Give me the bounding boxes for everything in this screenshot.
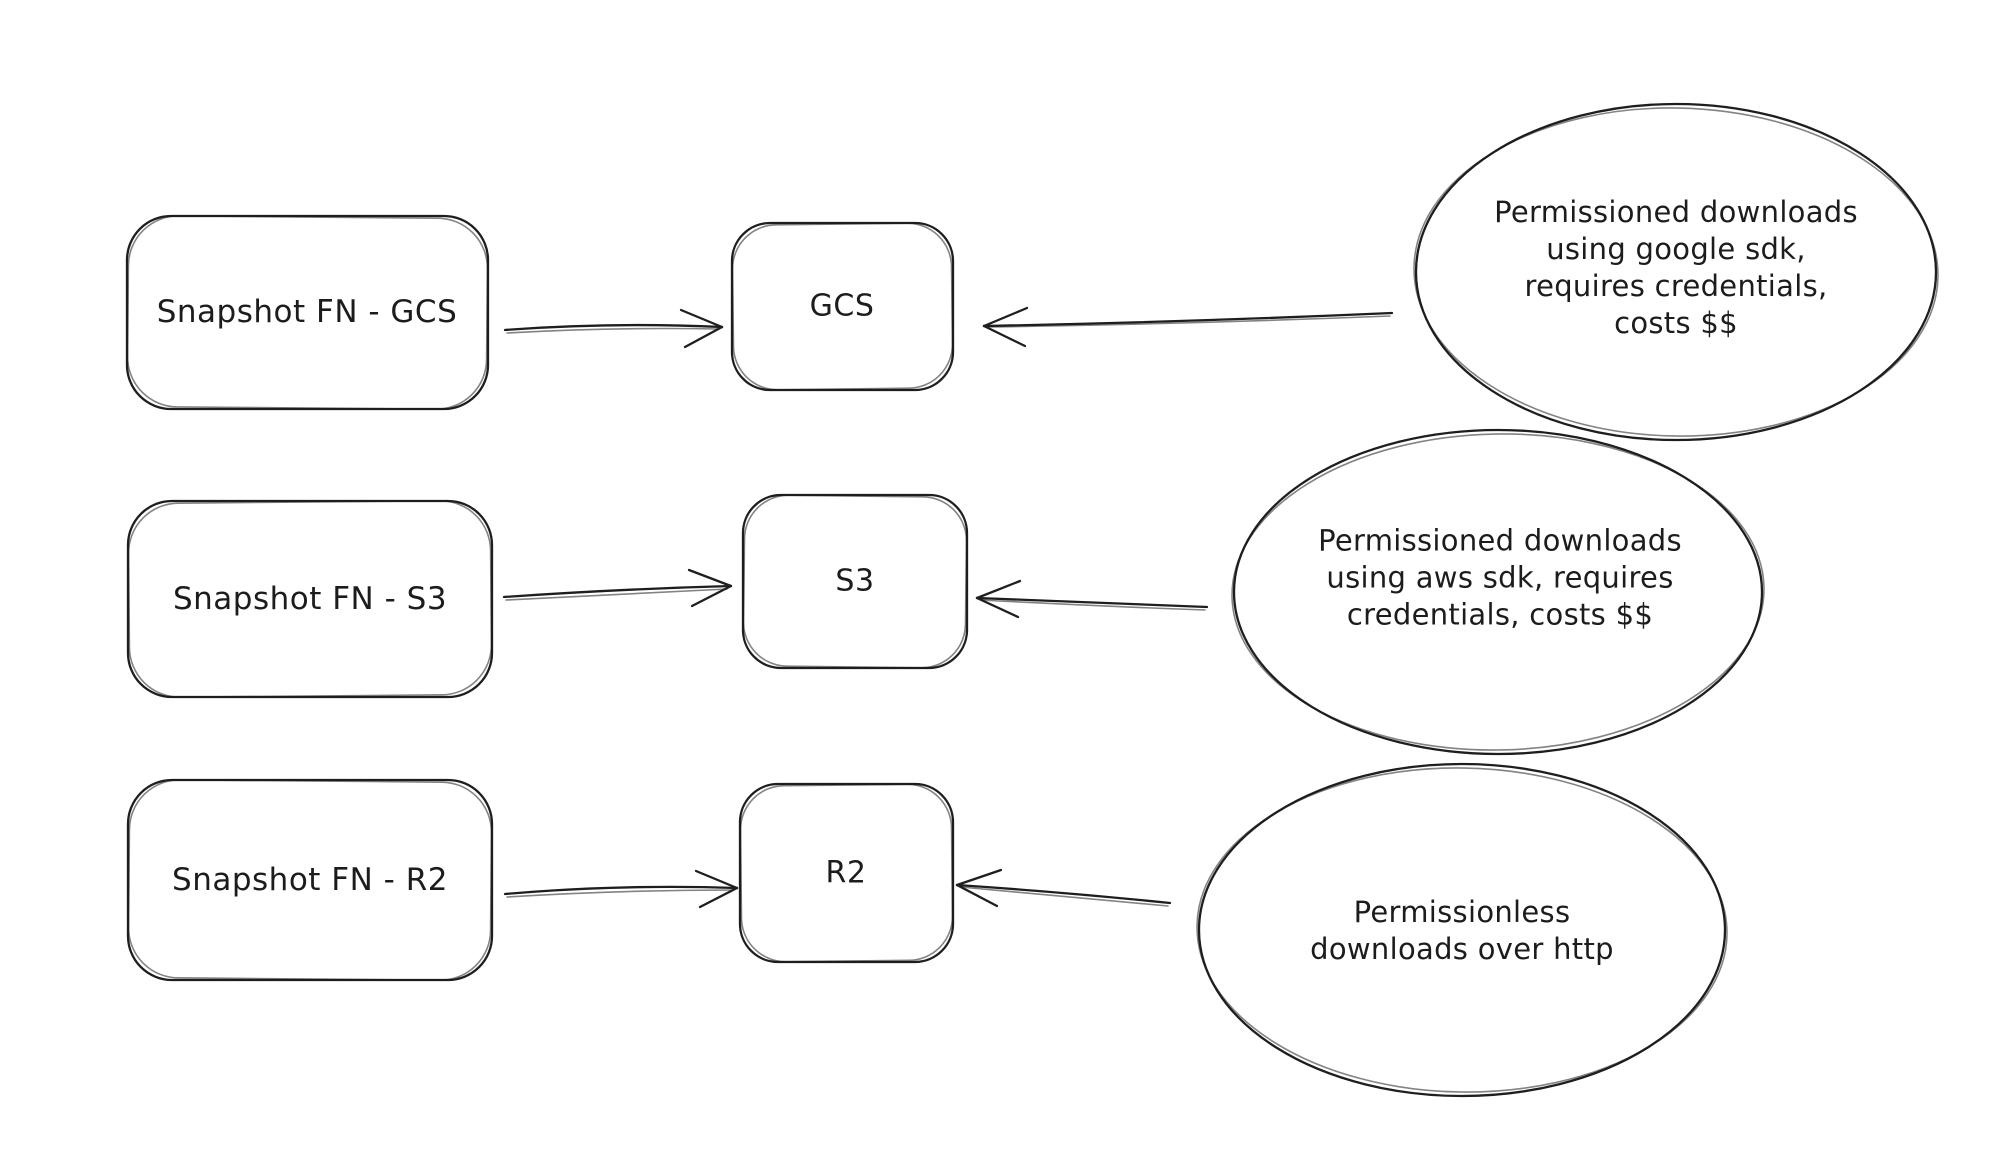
note-ellipse-s3-shape bbox=[1231, 428, 1765, 756]
note-r2: Permissionless downloads over http bbox=[1310, 894, 1614, 968]
arrow-snapshot-s3-to-s3 bbox=[502, 568, 733, 608]
node-snapshot-fn-gcs-shape bbox=[125, 214, 490, 411]
arrow-note-s3-to-s3 bbox=[975, 579, 1209, 619]
note-s3-line: using aws sdk, requires bbox=[1326, 560, 1674, 595]
note-s3-line: Permissioned downloads bbox=[1318, 523, 1682, 558]
node-r2-shape bbox=[738, 782, 955, 964]
arrow-snapshot-r2-to-r2 bbox=[503, 869, 739, 909]
node-gcs-label: GCS bbox=[809, 288, 875, 324]
node-s3-shape bbox=[741, 493, 969, 670]
node-gcs-shape bbox=[730, 221, 955, 392]
note-ellipse-r2-shape bbox=[1196, 762, 1728, 1098]
note-r2-line: downloads over http bbox=[1310, 932, 1614, 966]
note-gcs-line: using google sdk, bbox=[1546, 232, 1806, 266]
node-snapshot-fn-r2-label: Snapshot FN - R2 bbox=[172, 862, 448, 898]
note-s3: Permissioned downloads using aws sdk, re… bbox=[1318, 523, 1682, 634]
node-snapshot-fn-r2-shape bbox=[126, 778, 494, 982]
note-s3-line: credentials, costs $$ bbox=[1346, 597, 1654, 632]
node-snapshot-fn-gcs-label: Snapshot FN - GCS bbox=[156, 294, 458, 330]
arrow-note-r2-to-r2 bbox=[955, 868, 1172, 908]
node-s3-label: S3 bbox=[835, 563, 875, 599]
note-gcs-line: requires credentials, bbox=[1524, 269, 1828, 303]
node-r2-label: R2 bbox=[825, 855, 867, 891]
note-ellipse-gcs-shape bbox=[1413, 102, 1939, 442]
note-gcs: Permissioned downloads using google sdk,… bbox=[1494, 194, 1858, 342]
note-r2-line: Permissionless bbox=[1353, 895, 1571, 929]
node-snapshot-fn-s3-shape bbox=[126, 499, 494, 699]
node-snapshot-fn-s3-label: Snapshot FN - S3 bbox=[172, 581, 448, 617]
arrow-snapshot-gcs-to-gcs bbox=[503, 308, 724, 349]
arrow-note-gcs-to-gcs bbox=[982, 306, 1394, 348]
note-gcs-line: costs $$ bbox=[1614, 306, 1738, 340]
note-gcs-line: Permissioned downloads bbox=[1494, 195, 1858, 229]
